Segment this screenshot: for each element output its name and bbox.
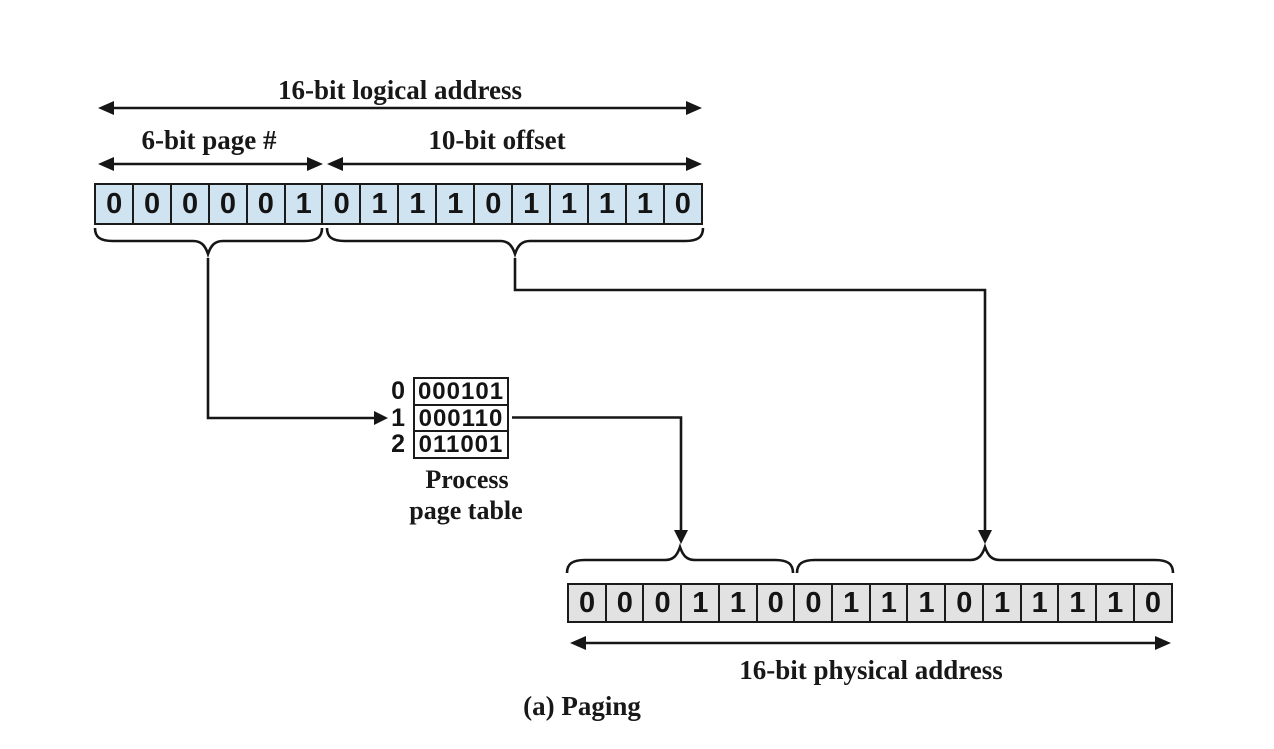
physical-address-label: 16-bit physical address (739, 655, 1003, 685)
page-table-row-1: 1 000110 (373, 403, 509, 433)
offset-brace (325, 227, 705, 259)
logical-bit-cell: 0 (245, 183, 287, 225)
page-number-field-label: 6-bit page # (141, 125, 277, 155)
frame-brace (565, 542, 795, 574)
logical-bit-cell: 0 (321, 183, 362, 225)
page-table-title-line1: Process (425, 465, 509, 494)
physical-bit-cell: 1 (717, 583, 759, 623)
page-table-index: 2 (391, 430, 405, 458)
page-table-entry: 000101 (413, 377, 509, 406)
physical-bit-cell: 0 (1132, 583, 1173, 623)
offset-to-physical-connector (513, 258, 992, 544)
logical-bit-cell: 0 (662, 183, 703, 225)
physical-bit-cell: 1 (680, 583, 721, 623)
physical-bit-cell: 1 (831, 583, 872, 623)
page-table-entry: 000110 (413, 403, 509, 433)
physical-bit-cell: 0 (755, 583, 796, 623)
physical-bit-cell: 1 (1019, 583, 1060, 623)
physical-bit-cell: 1 (1095, 583, 1136, 623)
physical-bit-cell: 0 (567, 583, 608, 623)
logical-bit-cell: 1 (397, 183, 438, 225)
physical-bit-cell: 1 (906, 583, 947, 623)
page-number-brace (93, 227, 324, 259)
physical-offset-brace (795, 542, 1175, 574)
physical-bit-cell: 0 (944, 583, 985, 623)
logical-bit-cell: 0 (207, 183, 249, 225)
offset-span-arrow (327, 157, 702, 171)
logical-bit-cell: 1 (435, 183, 476, 225)
logical-address-span-arrow (98, 101, 702, 115)
physical-bit-cell: 0 (793, 583, 834, 623)
physical-bit-cell: 1 (868, 583, 909, 623)
logical-address-label: 16-bit logical address (277, 75, 523, 105)
physical-bit-cell: 1 (1057, 583, 1098, 623)
logical-bit-cell: 1 (548, 183, 590, 225)
logical-bit-cell: 0 (94, 183, 135, 225)
page-table-title-line2: page table (409, 496, 523, 525)
page-table-entry: 011001 (413, 430, 509, 459)
page-table-row-0: 0 000101 (373, 377, 509, 406)
logical-bit-cell: 0 (473, 183, 514, 225)
table-to-frame-connector (512, 416, 688, 544)
page-number-to-table-connector (206, 258, 388, 425)
logical-bit-cell: 0 (131, 183, 173, 225)
process-page-table: 0 000101 1 000110 2 011001 (373, 377, 509, 459)
logical-bit-cell: 1 (283, 183, 324, 225)
page-number-span-arrow (98, 157, 323, 171)
physical-bit-cell: 1 (981, 583, 1023, 623)
logical-bit-cell: 1 (359, 183, 400, 225)
physical-bit-cell: 0 (642, 583, 683, 623)
physical-address-span-arrow (570, 636, 1171, 650)
logical-bit-cell: 0 (169, 183, 211, 225)
physical-bit-cell: 0 (604, 583, 645, 623)
page-table-index: 0 (391, 377, 405, 405)
page-table-index: 1 (391, 403, 405, 432)
page-table-row-2: 2 011001 (373, 430, 509, 459)
logical-bit-cell: 1 (586, 183, 628, 225)
logical-bit-cell: 1 (510, 183, 552, 225)
logical-bit-cell: 1 (624, 183, 666, 225)
figure-caption: (a) Paging (523, 691, 641, 721)
offset-field-label: 10-bit offset (428, 125, 566, 155)
